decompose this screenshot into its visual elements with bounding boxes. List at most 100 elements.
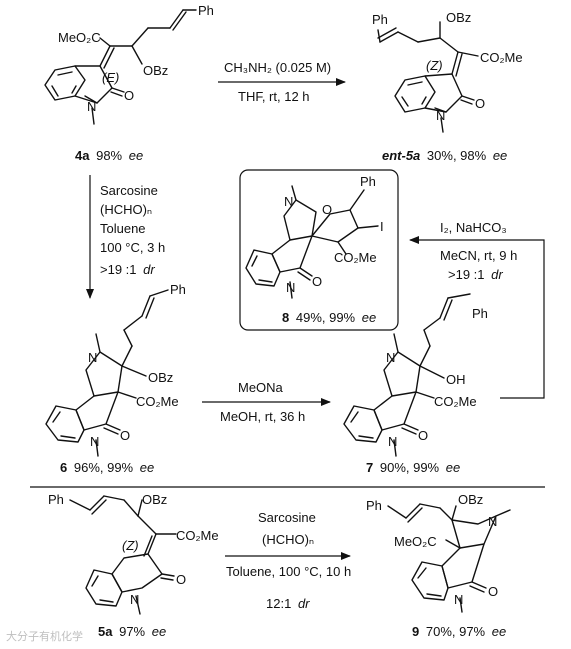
reaction-2-line-4: 100 °C, 3 h <box>100 240 165 255</box>
compound-7-ph-label: Ph <box>472 306 488 321</box>
reaction-4-above: I₂, NaHCO₃ <box>440 220 507 235</box>
compound-7: Ph OH CO₂Me N N O 7 90%, 99% ee <box>343 293 488 475</box>
compound-ent-5a-o-label: O <box>475 96 485 111</box>
compound-8-box <box>239 169 399 331</box>
compound-9: Ph OBz MeO₂C N N O 9 70%, 97% ee <box>366 492 511 639</box>
compound-9-skeleton <box>387 503 511 613</box>
compound-6-pyrrolidine-n-label: N <box>88 350 97 365</box>
compound-4a-number: 4a <box>75 148 90 163</box>
reaction-5-dr-unit: dr <box>298 596 310 611</box>
reaction-2-dr-value: >19 :1 <box>100 262 137 277</box>
compound-5a-skeleton <box>69 495 177 615</box>
compound-ent-5a: Ph OBz CO₂Me (Z) N O ent-5a 30%, 98% ee <box>372 10 523 163</box>
reaction-3-above: MeONa <box>238 380 284 395</box>
compound-9-oxindole-n-label: N <box>454 592 463 607</box>
reaction-4: I₂, NaHCO₃ MeCN, rt, 9 h >19 :1 dr <box>409 220 545 399</box>
compound-4a-skeleton <box>44 9 197 125</box>
compound-8-o-label: O <box>312 274 322 289</box>
compound-6-ph-label: Ph <box>170 282 186 297</box>
compound-6-o-label: O <box>120 428 130 443</box>
compound-8-skeleton <box>245 185 379 299</box>
reaction-1-below: THF, rt, 12 h <box>238 89 310 104</box>
compound-7-oh-label: OH <box>446 372 466 387</box>
reaction-4-arrow <box>409 236 545 399</box>
compound-9-yield: 70%, 97% <box>426 624 486 639</box>
compound-6-ee: ee <box>140 460 154 475</box>
compound-8-yield: 49%, 99% <box>296 310 356 325</box>
compound-5a-n-label: N <box>130 592 139 607</box>
compound-5a-o-label: O <box>176 572 186 587</box>
compound-8-caption: 8 49%, 99% ee <box>282 310 376 325</box>
compound-7-yield: 90%, 99% <box>380 460 440 475</box>
compound-6: Ph OBz CO₂Me N N O 6 96%, 99% ee <box>45 282 186 475</box>
compound-4a-ester-label: MeO₂C <box>58 30 101 45</box>
compound-7-pyrrolidine-n-label: N <box>386 350 395 365</box>
compound-7-o-label: O <box>418 428 428 443</box>
compound-ent-5a-ester-label: CO₂Me <box>480 50 523 65</box>
compound-8-pyrrolidine-n-label: N <box>284 194 293 209</box>
reaction-5-dr: 12:1 dr <box>266 596 310 611</box>
compound-4a-n-label: N <box>87 99 96 114</box>
reaction-3-below: MeOH, rt, 36 h <box>220 409 305 424</box>
compound-ent-5a-yield: 30%, 98% <box>427 148 487 163</box>
compound-6-obz-label: OBz <box>148 370 173 385</box>
compound-8-oxindole-n-label: N <box>286 280 295 295</box>
compound-6-ester-label: CO₂Me <box>136 394 179 409</box>
compound-4a: MeO₂C (E) OBz Ph N O 4a 98% ee <box>44 3 214 163</box>
reaction-5: Sarcosine (HCHO)ₙ Toluene, 100 °C, 10 h … <box>225 510 351 611</box>
compound-6-caption: 6 96%, 99% ee <box>60 460 154 475</box>
reaction-1: CH₃NH₂ (0.025 M) THF, rt, 12 h <box>218 60 346 104</box>
compound-5a-yield: 97% <box>119 624 145 639</box>
compound-5a-obz-label: OBz <box>142 492 167 507</box>
compound-4a-caption: 4a 98% ee <box>75 148 143 163</box>
reaction-2-line-3: Toluene <box>100 221 146 236</box>
reaction-5-dr-value: 12:1 <box>266 596 291 611</box>
reaction-1-above: CH₃NH₂ (0.025 M) <box>224 60 331 75</box>
reaction-4-dr-value: >19 :1 <box>448 267 485 282</box>
reaction-5-line-2: (HCHO)ₙ <box>262 532 314 547</box>
reaction-4-dr: >19 :1 dr <box>448 267 503 282</box>
compound-7-ee: ee <box>446 460 460 475</box>
compound-5a-ph-label: Ph <box>48 492 64 507</box>
compound-8: Ph I O N N CO₂Me O 8 49%, 99% ee <box>239 169 399 331</box>
compound-ent-5a-obz-label: OBz <box>446 10 471 25</box>
reaction-3: MeONa MeOH, rt, 36 h <box>202 380 331 424</box>
compound-ent-5a-skeleton <box>377 21 479 133</box>
compound-5a-ester-label: CO₂Me <box>176 528 219 543</box>
compound-6-yield: 96%, 99% <box>74 460 134 475</box>
compound-ent-5a-geometry-label: (Z) <box>426 58 443 73</box>
compound-4a-o-label: O <box>124 88 134 103</box>
reaction-2: Sarcosine (HCHO)ₙ Toluene 100 °C, 3 h >1… <box>86 175 165 299</box>
reaction-5-line-3: Toluene, 100 °C, 10 h <box>226 564 351 579</box>
reaction-5-line-1: Sarcosine <box>258 510 316 525</box>
compound-7-skeleton <box>343 293 471 457</box>
compound-9-ester-label: MeO₂C <box>394 534 437 549</box>
reaction-2-dr: >19 :1 dr <box>100 262 155 277</box>
compound-7-caption: 7 90%, 99% ee <box>366 460 460 475</box>
compound-9-number: 9 <box>412 624 419 639</box>
compound-8-ph-label: Ph <box>360 174 376 189</box>
compound-4a-ph-label: Ph <box>198 3 214 18</box>
compound-5a-ee: ee <box>152 624 166 639</box>
compound-9-pyrrolidine-n-label: N <box>488 514 497 529</box>
compound-4a-obz-label: OBz <box>143 63 168 78</box>
compound-6-oxindole-n-label: N <box>90 434 99 449</box>
compound-ent-5a-n-label: N <box>436 108 445 123</box>
reaction-2-line-1: Sarcosine <box>100 183 158 198</box>
compound-8-ee: ee <box>362 310 376 325</box>
compound-5a-geometry-label: (Z) <box>122 538 139 553</box>
reaction-2-dr-unit: dr <box>143 262 155 277</box>
compound-4a-yield: 98% <box>96 148 122 163</box>
compound-ent-5a-ph-label: Ph <box>372 12 388 27</box>
compound-ent-5a-ee: ee <box>493 148 507 163</box>
compound-7-oxindole-n-label: N <box>388 434 397 449</box>
compound-9-ee: ee <box>492 624 506 639</box>
compound-7-number: 7 <box>366 460 373 475</box>
compound-9-ph-label: Ph <box>366 498 382 513</box>
compound-8-i-label: I <box>380 219 384 234</box>
compound-4a-geometry-label: (E) <box>102 70 119 85</box>
compound-9-obz-label: OBz <box>458 492 483 507</box>
compound-5a-caption: 5a 97% ee <box>98 624 166 639</box>
compound-6-skeleton <box>45 289 169 457</box>
